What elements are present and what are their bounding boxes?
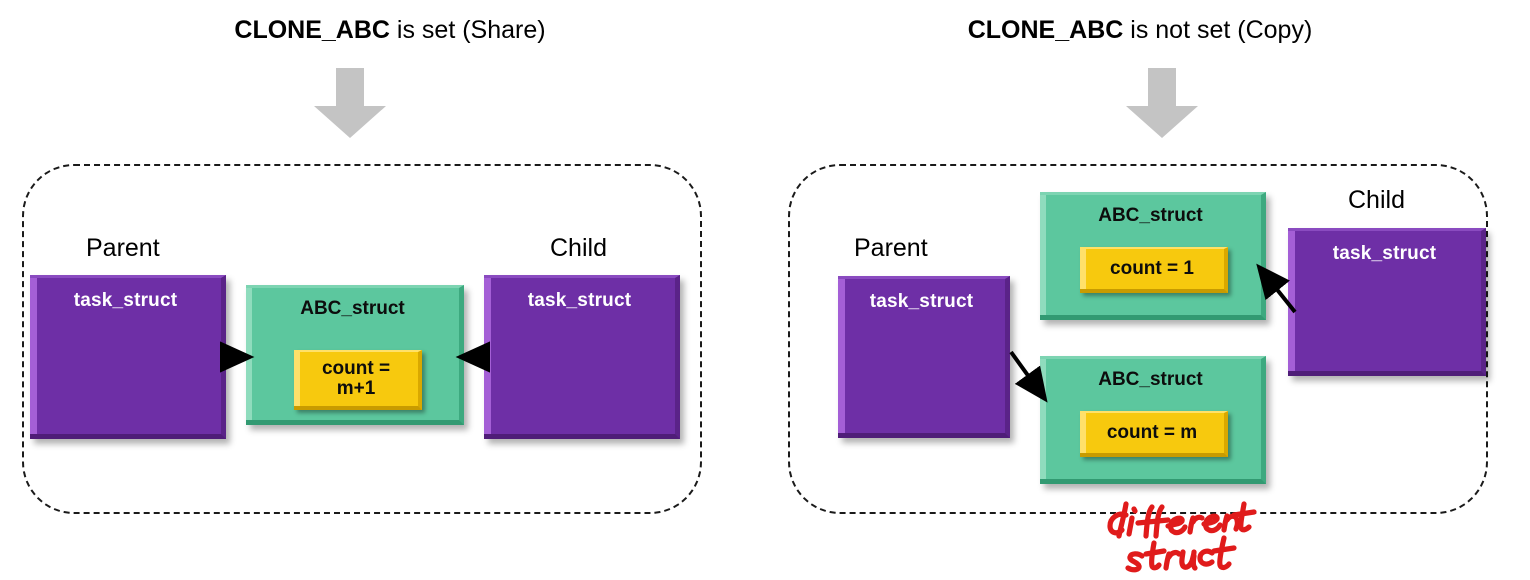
abc-struct-shared-label: ABC_struct bbox=[300, 298, 405, 319]
panel-title-copy-flag: CLONE_ABC bbox=[967, 16, 1124, 44]
parent-task-struct-share-label: task_struct bbox=[73, 290, 178, 311]
panel-title-share-rest: is set (Share) bbox=[389, 16, 546, 44]
abc-struct-child-copy-label: ABC_struct bbox=[1098, 205, 1203, 226]
child-task-struct-share-label: task_struct bbox=[527, 290, 632, 311]
count-badge-shared: count = m+1 bbox=[294, 350, 422, 410]
abc-struct-parent-copy-label: ABC_struct bbox=[1098, 369, 1203, 390]
caption-child-share: Child bbox=[550, 234, 607, 262]
panel-share-boundary bbox=[22, 164, 702, 514]
count-badge-parent-copy: count = m bbox=[1080, 411, 1228, 457]
panel-title-copy: CLONE_ABC is not set (Copy) bbox=[810, 18, 1470, 43]
down-arrow-icon bbox=[1126, 68, 1198, 138]
caption-parent-copy: Parent bbox=[854, 234, 928, 262]
caption-parent-share: Parent bbox=[86, 234, 160, 262]
count-badge-child-copy: count = 1 bbox=[1080, 247, 1228, 293]
panel-copy-boundary bbox=[788, 164, 1488, 514]
parent-task-struct-copy-label: task_struct bbox=[869, 291, 974, 312]
child-task-struct-share: task_struct bbox=[484, 275, 680, 439]
abc-struct-child-copy: ABC_struct count = 1 bbox=[1040, 192, 1266, 320]
panel-title-copy-rest: is not set (Copy) bbox=[1123, 16, 1313, 44]
parent-task-struct-copy: task_struct bbox=[838, 276, 1010, 438]
parent-task-struct-share: task_struct bbox=[30, 275, 226, 439]
down-arrow-icon bbox=[314, 68, 386, 138]
abc-struct-shared: ABC_struct count = m+1 bbox=[246, 285, 464, 425]
panel-title-share-flag: CLONE_ABC bbox=[234, 16, 390, 44]
abc-struct-parent-copy: ABC_struct count = m bbox=[1040, 356, 1266, 484]
panel-title-share: CLONE_ABC is set (Share) bbox=[60, 18, 720, 43]
child-task-struct-copy: task_struct bbox=[1288, 228, 1486, 376]
caption-child-copy: Child bbox=[1348, 186, 1405, 214]
handwritten-annotation-different-struct bbox=[1107, 501, 1257, 573]
child-task-struct-copy-label: task_struct bbox=[1332, 243, 1437, 264]
